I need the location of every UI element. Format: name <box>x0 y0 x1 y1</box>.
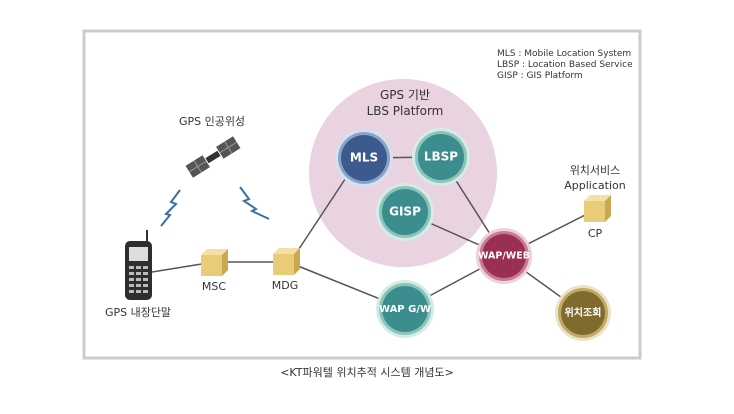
lbs-platform-circle <box>309 79 497 267</box>
lightning-signal-icon <box>160 189 181 227</box>
lbsp-label: LBSP <box>424 150 458 164</box>
legend-mls: MLS : Mobile Location System <box>497 49 631 59</box>
diagram-caption: <KT파워텔 위치추적 시스템 개념도> <box>280 366 454 379</box>
platform-title-line2: LBS Platform <box>367 104 444 118</box>
wap-gw-node: WAP G/W <box>376 280 434 338</box>
server-cube-icon <box>584 195 611 222</box>
satellite-icon <box>185 136 241 178</box>
phone-label: GPS 내장단말 <box>105 306 171 319</box>
gisp-node: GISP <box>376 183 434 241</box>
server-cube-icon <box>201 249 228 276</box>
wap-web-node: WAP/WEB <box>476 228 532 284</box>
mobile-phone-icon <box>125 230 152 300</box>
location-query-label: 위치조회 <box>565 306 602 319</box>
mdg-label: MDG <box>272 279 299 292</box>
lbsp-node: LBSP <box>412 128 470 186</box>
gisp-label: GISP <box>389 205 421 219</box>
legend-gisp: GISP : GIS Platform <box>497 71 583 81</box>
wap-web-label: WAP/WEB <box>478 251 530 262</box>
platform-title-line1: GPS 기반 <box>380 88 430 102</box>
application-label-line2: Application <box>564 179 625 192</box>
legend-lbsp: LBSP : Location Based Service <box>497 60 633 70</box>
server-cube-icon <box>273 248 300 275</box>
location-query-node: 위치조회 <box>555 285 611 341</box>
mls-node: MLS <box>335 129 393 187</box>
wap-gw-label: WAP G/W <box>379 304 431 315</box>
application-label-line1: 위치서비스 <box>570 164 621 177</box>
mls-label: MLS <box>350 151 378 165</box>
satellite-label: GPS 인공위성 <box>179 115 245 128</box>
msc-label: MSC <box>202 280 226 293</box>
cp-label: CP <box>588 227 603 240</box>
lightning-signal-icon <box>239 186 270 220</box>
